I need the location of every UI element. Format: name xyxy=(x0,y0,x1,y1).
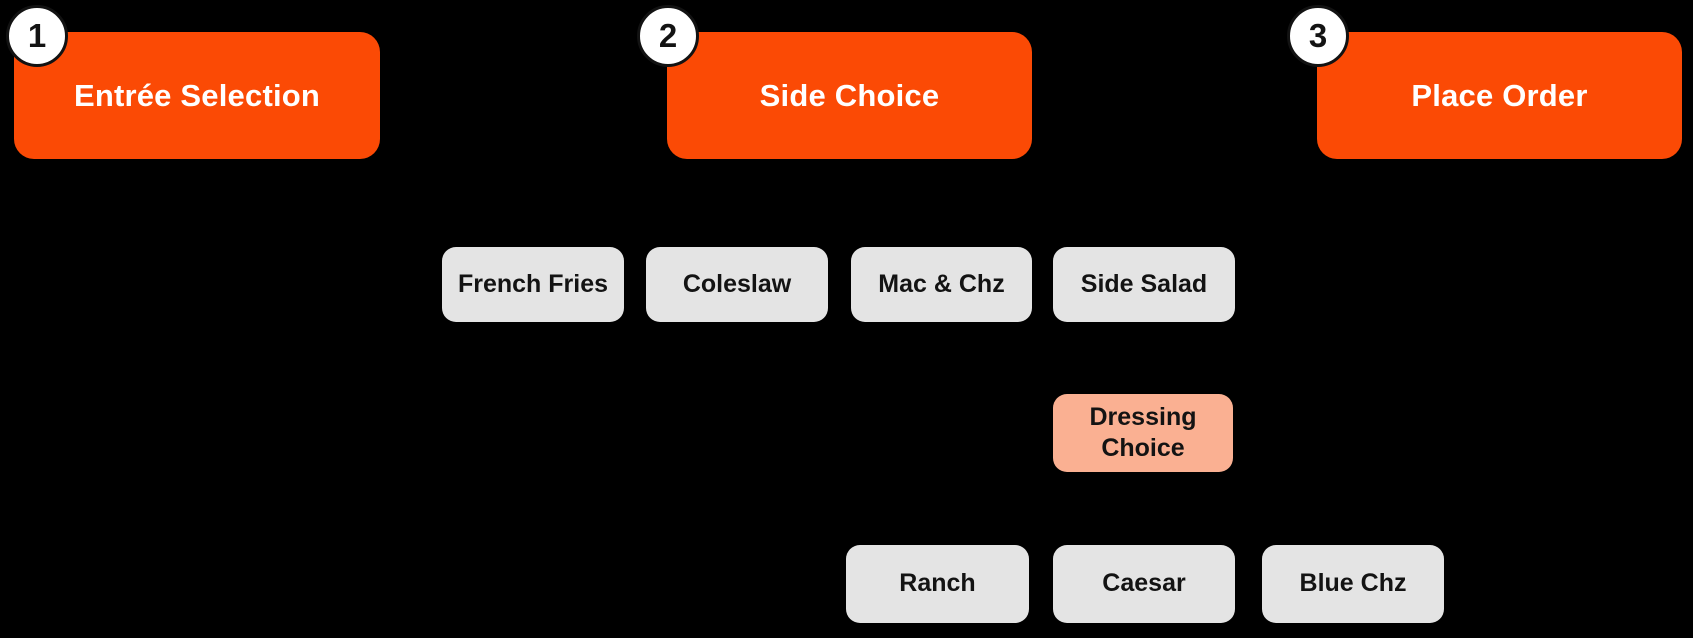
step-place-order: 3 Place Order xyxy=(1287,5,1682,159)
side-option-label: French Fries xyxy=(457,269,609,298)
step-label: Place Order xyxy=(1411,77,1588,113)
step-number: 2 xyxy=(658,17,678,54)
side-option-mac-chz: Mac & Chz xyxy=(851,247,1032,322)
step-label: Entrée Selection xyxy=(73,77,321,113)
side-option-coleslaw: Coleslaw xyxy=(646,247,828,322)
dressing-option-caesar: Caesar xyxy=(1053,545,1235,623)
step-entree-selection: 1 Entrée Selection xyxy=(6,5,380,159)
dressing-choice-label: Dressing Choice xyxy=(1089,402,1197,462)
dressing-option-label: Caesar xyxy=(1102,569,1186,598)
side-option-label: Coleslaw xyxy=(682,269,792,298)
step-number: 1 xyxy=(27,17,47,54)
step-label: Side Choice xyxy=(759,77,940,113)
step-number: 3 xyxy=(1308,17,1328,54)
dressing-option-label: Ranch xyxy=(899,569,976,598)
side-option-french-fries: French Fries xyxy=(442,247,624,322)
side-option-label: Mac & Chz xyxy=(878,269,1005,298)
dressing-option-blue-chz: Blue Chz xyxy=(1262,545,1444,623)
step-number-badge: 3 xyxy=(1287,5,1349,67)
side-option-label: Side Salad xyxy=(1080,269,1208,298)
step-number-badge: 2 xyxy=(637,5,699,67)
side-option-side-salad: Side Salad xyxy=(1053,247,1235,322)
dressing-choice-node: Dressing Choice xyxy=(1053,394,1233,472)
step-side-choice: 2 Side Choice xyxy=(637,5,1032,159)
dressing-option-label: Blue Chz xyxy=(1299,569,1407,598)
step-number-badge: 1 xyxy=(6,5,68,67)
dressing-option-ranch: Ranch xyxy=(846,545,1029,623)
